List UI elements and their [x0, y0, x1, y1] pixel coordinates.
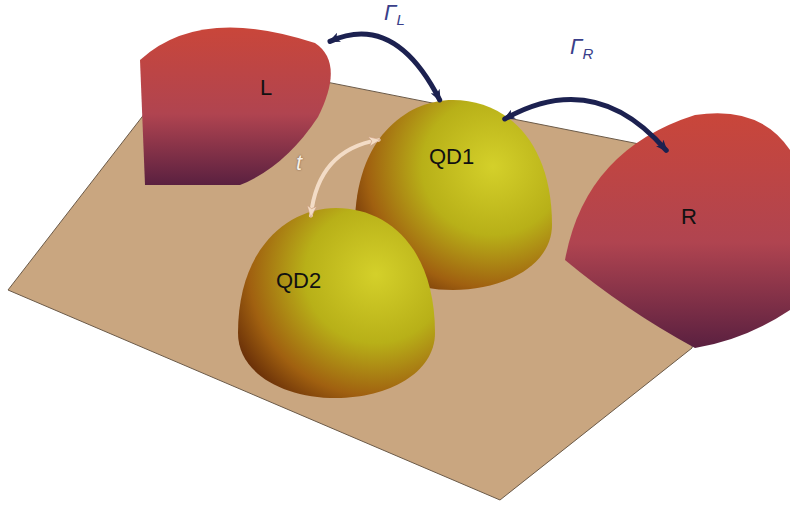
rate-label: t [296, 150, 302, 176]
node-label: R [681, 204, 697, 230]
lead-electrode: R [565, 110, 790, 348]
quantum-dot: QD2 [238, 208, 435, 398]
dome-shape [565, 110, 790, 348]
dome-shape [238, 208, 435, 398]
lead-electrode: L [140, 5, 340, 187]
rate-label: ΓR [570, 34, 593, 62]
tunneling-arrow [330, 34, 440, 100]
rate-label: ΓL [384, 0, 405, 28]
node-label: QD2 [276, 268, 321, 294]
node-label: L [260, 75, 272, 101]
dome-shape [140, 5, 340, 187]
node-label: QD1 [429, 144, 474, 170]
